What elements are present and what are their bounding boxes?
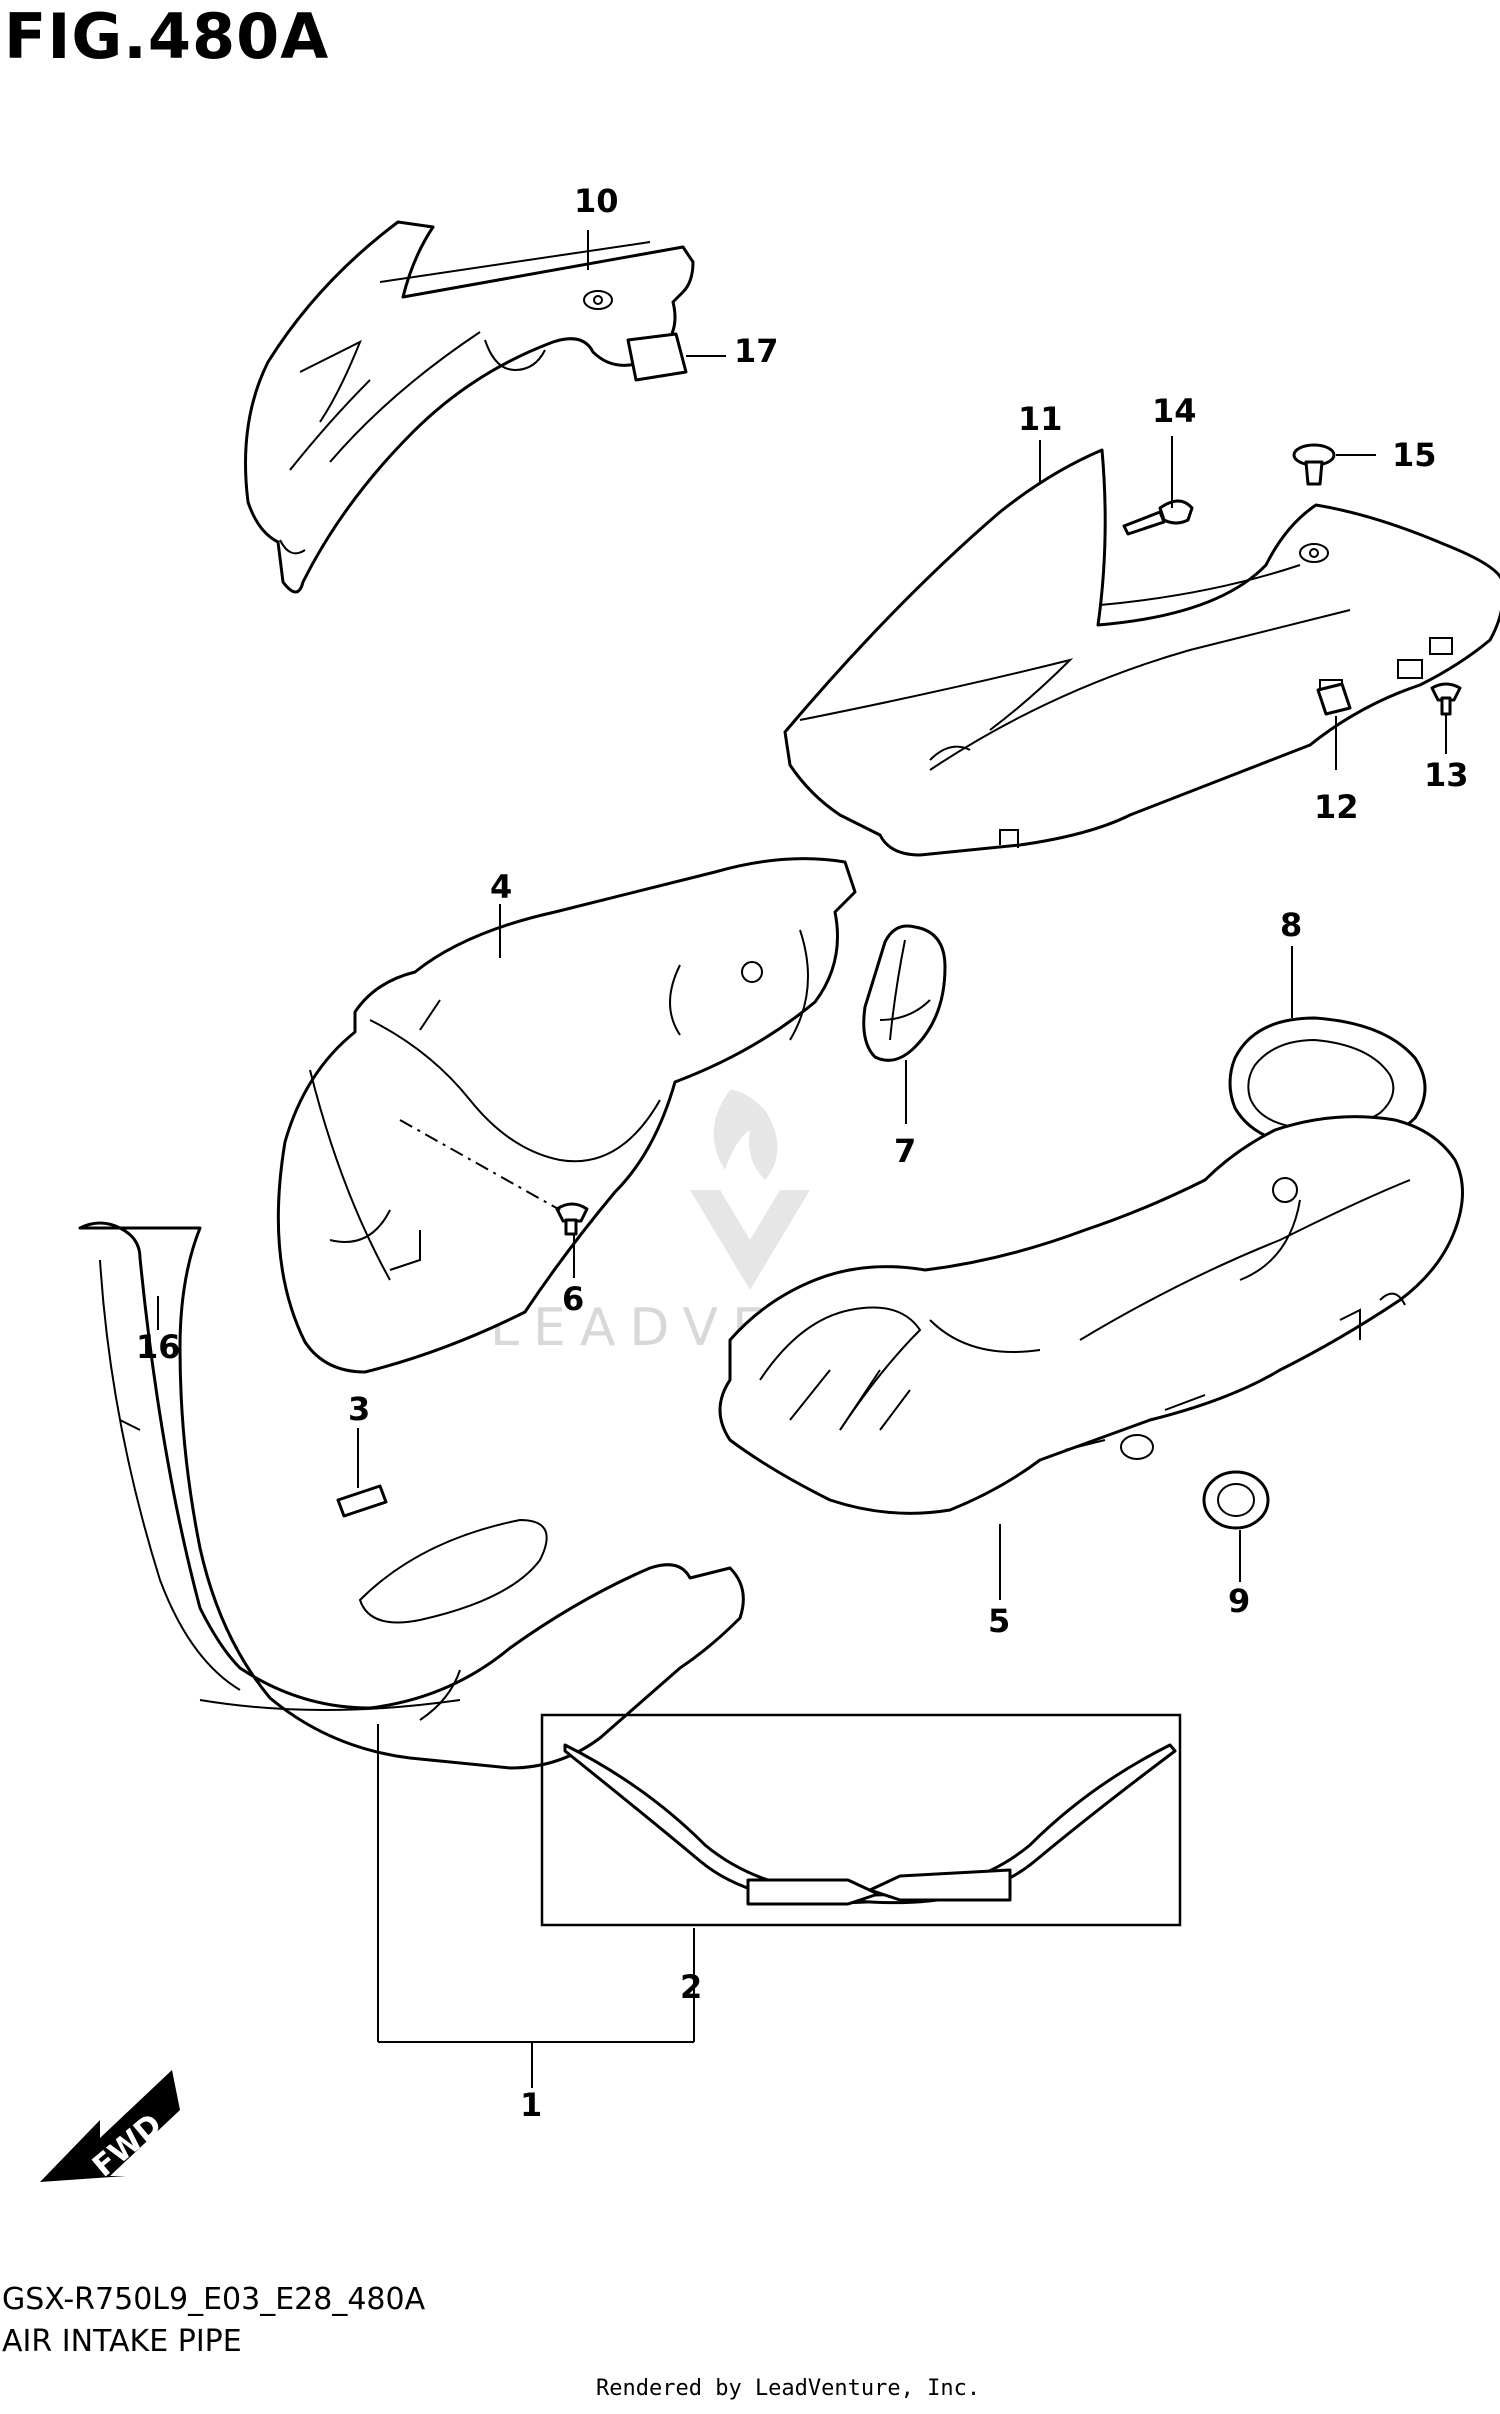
part-13-rivet[interactable] (1430, 682, 1462, 716)
part-5-air-intake-pipe[interactable] (718, 1115, 1464, 1515)
part-3-label[interactable] (336, 1484, 388, 1518)
part-17-label[interactable] (626, 332, 688, 382)
callout-9[interactable]: 9 (1228, 1582, 1250, 1620)
part-12-clip[interactable] (1316, 682, 1352, 716)
callout-17[interactable]: 17 (734, 332, 779, 370)
part-8-ring-seal[interactable] (1228, 1016, 1427, 1150)
part-11-side-cowling[interactable] (783, 448, 1500, 857)
part-9-grommet[interactable] (1202, 1470, 1270, 1530)
callout-4[interactable]: 4 (490, 868, 512, 906)
callout-5[interactable]: 5 (988, 1602, 1010, 1640)
part-1-front-cowling[interactable] (78, 1221, 745, 1770)
part-15-clip[interactable] (1292, 443, 1336, 486)
callout-7[interactable]: 7 (894, 1132, 916, 1170)
callout-12[interactable]: 12 (1314, 788, 1359, 826)
callout-numbers: 1 2 3 4 5 6 7 8 9 10 11 12 13 14 15 16 1… (136, 182, 1469, 2124)
callout-1[interactable]: 1 (520, 2086, 542, 2124)
callout-10[interactable]: 10 (574, 182, 619, 220)
part-6-rivet[interactable] (555, 1202, 589, 1236)
part-2-stripe-set[interactable] (540, 1713, 1182, 1927)
callout-11[interactable]: 11 (1018, 400, 1063, 438)
figure-title: FIG.480A (4, 0, 330, 73)
callout-16[interactable]: 16 (136, 1328, 181, 1366)
callout-6[interactable]: 6 (562, 1280, 584, 1318)
part-4-intake-duct[interactable] (276, 857, 857, 1374)
part-7-duct-seal[interactable] (862, 924, 947, 1062)
callout-3[interactable]: 3 (348, 1390, 370, 1428)
callout-15[interactable]: 15 (1392, 436, 1437, 474)
callout-13[interactable]: 13 (1424, 756, 1469, 794)
callout-2[interactable]: 2 (680, 1968, 702, 2006)
part-14-screw[interactable] (1122, 499, 1194, 536)
rendered-by-credit: Rendered by LeadVenture, Inc. (596, 2376, 981, 2401)
callout-14[interactable]: 14 (1152, 392, 1197, 430)
model-code: GSX-R750L9_E03_E28_480A (2, 2282, 426, 2317)
part-10-intake-cover[interactable] (244, 220, 695, 594)
figure-subtitle: AIR INTAKE PIPE (2, 2324, 242, 2359)
fwd-arrow-icon: FWD (40, 2070, 180, 2184)
leader-lines (157, 230, 1447, 2088)
callout-8[interactable]: 8 (1280, 906, 1302, 944)
